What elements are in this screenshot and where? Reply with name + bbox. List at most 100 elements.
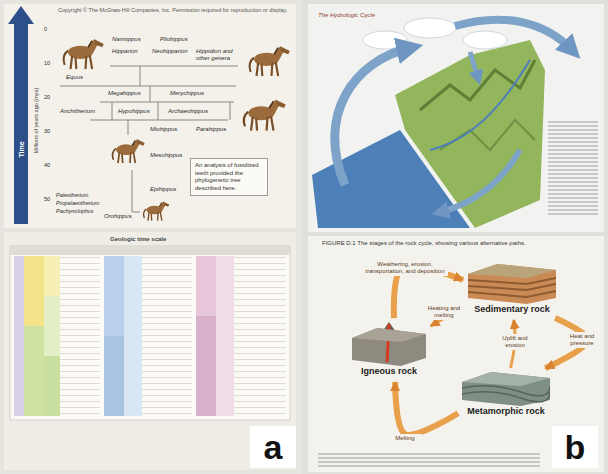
time-arrow-head [8, 6, 34, 24]
illustration-part [14, 256, 24, 416]
left-page [0, 0, 302, 474]
genus-name: The Hydrologic Cycle [318, 12, 375, 19]
text-label: 40 [44, 162, 50, 169]
illustration-part [44, 256, 60, 296]
genus-name: Hipparion [112, 48, 138, 55]
genus-name: Paleotherium [56, 192, 88, 199]
rock-block [462, 372, 550, 406]
genus-name: Nannippus [112, 36, 141, 43]
page-bottom [308, 236, 604, 472]
time-arrow [14, 22, 28, 224]
text-label: 10 [44, 60, 50, 67]
illustration-part [110, 66, 238, 67]
illustration-part [24, 256, 44, 326]
process-label: Uplift and erosion [495, 334, 535, 350]
genus-name: Neohipparion [152, 48, 188, 55]
genus-name: Orohippus [104, 213, 132, 220]
panel-letter: a [250, 427, 296, 467]
text-label: Time [18, 135, 25, 165]
text-label: FIGURE D.1 The stages of the rock cycle,… [322, 240, 592, 247]
panel-letter: b [552, 427, 598, 467]
illustration-part [470, 52, 478, 78]
note-box: An analysis of fossilized teeth provided… [190, 158, 268, 196]
panel-tag: a [250, 426, 296, 468]
genus-name: Archaeohippus [168, 108, 208, 115]
illustration-part [404, 18, 456, 38]
text-label: Geologic time scale [110, 236, 166, 243]
panel-tag: b [552, 426, 598, 468]
illustration-part [132, 170, 140, 212]
note-text: An analysis of fossilized teeth provided… [195, 162, 263, 192]
horse-drawing [250, 46, 290, 76]
horse-drawing [244, 99, 286, 130]
text-label: Copyright © The McGraw-Hill Companies, I… [58, 7, 290, 14]
page-top [4, 4, 296, 228]
genus-name: Propalaeotherium [56, 200, 99, 207]
genus-name: Parahippus [196, 126, 226, 133]
illustration-part [158, 102, 159, 120]
geologic-table [10, 246, 290, 420]
illustration-part [100, 102, 234, 103]
genus-name: Pliohippus [160, 36, 188, 43]
illustration-part [104, 256, 124, 336]
illustration-part [10, 246, 290, 255]
page-bottom [4, 232, 296, 470]
illustration-part [60, 256, 100, 416]
rock-name: Metamorphic rock [462, 406, 550, 417]
text-label: Millions of years ago (mya) [33, 76, 40, 166]
genus-name: Equus [66, 74, 83, 81]
illustration-part [10, 246, 290, 420]
rock-stage: Igneous rock [350, 320, 428, 379]
illustration-part [216, 256, 234, 416]
hydrologic-illustration [312, 18, 598, 228]
cycle-arrow [395, 382, 458, 435]
illustration-part [335, 48, 410, 185]
text-label: 20 [44, 94, 50, 101]
illustration-part [548, 120, 598, 216]
horse-drawing [112, 139, 144, 163]
rock-block [352, 322, 426, 366]
illustration-part [140, 66, 141, 86]
illustration-part [234, 256, 286, 416]
rock-stage: Metamorphic rock [460, 370, 552, 419]
illustration-part [463, 31, 507, 49]
horse-drawing [144, 201, 170, 220]
illustration-part [440, 150, 520, 212]
illustration-part [44, 356, 60, 416]
text-label: 0 [44, 26, 47, 33]
genus-name: Merychippus [170, 90, 204, 97]
text-label: 30 [44, 128, 50, 135]
illustration-part [430, 60, 530, 150]
process-label: Heat and pressure [564, 332, 600, 348]
illustration-part [60, 86, 236, 87]
process-label: Melting [388, 434, 422, 443]
genus-name: Pachynolophus [56, 208, 94, 215]
genus-name: Megahippus [108, 90, 141, 97]
genus-name: Mesohippus [150, 152, 182, 159]
genus-name: Epihippus [150, 186, 176, 193]
illustration-part [124, 256, 142, 416]
illustration-part [142, 256, 192, 416]
photo-ground [302, 0, 608, 474]
right-page [302, 0, 608, 474]
process-label: Heating and melting [423, 304, 465, 320]
genus-name: Hypohippus [118, 108, 150, 115]
illustration-part [395, 40, 545, 228]
illustration-part [196, 256, 216, 316]
genus-name: Miohippus [150, 126, 177, 133]
illustration-part [420, 60, 535, 110]
illustration-part [455, 20, 572, 50]
illustration-part [128, 120, 129, 135]
text-label: 50 [44, 196, 50, 203]
rock-name: Igneous rock [352, 366, 426, 377]
rock-block [468, 264, 556, 304]
illustration-part [230, 102, 231, 120]
genus-name: Hippidion and other genera [196, 48, 240, 62]
horse-drawing [64, 39, 104, 69]
process-label: Weathering, erosion, transportation, and… [362, 260, 448, 276]
page-top [308, 4, 604, 232]
genus-name: Anchitherium [60, 108, 95, 115]
illustration-part [112, 102, 113, 120]
illustration-part [440, 120, 535, 150]
